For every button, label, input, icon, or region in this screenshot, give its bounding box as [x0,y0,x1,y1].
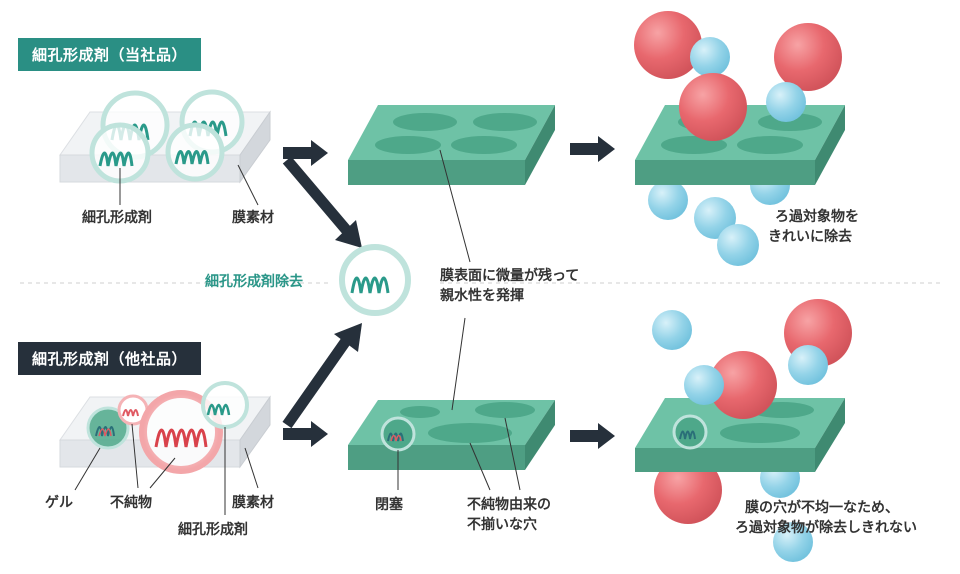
label-result-1: 膜の穴が不均一なため、 [745,500,899,516]
leader-line [439,149,471,263]
label-pore-agent-bottom: 細孔形成剤 [178,522,248,538]
label-hydrophilic-1: 膜表面に微量が残って [440,268,580,284]
label-filter-2: きれいに除去 [768,229,852,245]
label-uneven-2: 不揃いな穴 [467,517,537,533]
spring-molecule-icon [201,381,249,429]
leader-line [237,164,259,206]
arrow-right-icon [283,140,328,166]
impurity-large-icon [139,390,223,474]
removed-spring-icon [339,244,411,316]
membrane-slab-mid-top [348,105,555,185]
label-uneven-1: 不純物由来の [467,497,551,513]
arrow-right-icon [570,423,615,449]
gel-icon [86,406,130,450]
filter-membrane-top [634,11,845,266]
leader-line [469,442,491,491]
arrow-diagonal-down-icon [282,156,362,248]
spring-molecule-icon [165,122,225,182]
tag-own-product: 細孔形成剤（当社品） [18,38,202,71]
leader-line [131,423,139,489]
label-impurity: 不純物 [110,495,152,511]
arrow-diagonal-up-icon [282,323,362,429]
label-filter-1: ろ過対象物を [775,209,859,225]
label-removal: 細孔形成剤除去 [205,274,303,290]
label-membrane-bottom: 膜素材 [232,495,274,511]
filter-membrane-bottom [635,299,852,562]
arrow-right-icon [570,136,615,162]
label-result-2: ろ過対象物が除去しきれない [735,520,917,536]
label-blocked: 閉塞 [375,497,403,513]
label-hydrophilic-2: 親水性を発揮 [440,288,524,304]
leader-line [74,447,101,491]
arrow-right-icon [283,421,328,447]
leader-line [451,317,466,411]
tag-other-product: 細孔形成剤（他社品） [18,342,202,375]
label-gel: ゲル [45,495,73,511]
label-pore-agent-top: 細孔形成剤 [82,210,152,226]
label-membrane-top: 膜素材 [232,210,274,226]
membrane-slab-mid-bottom [348,400,555,470]
leader-line [504,417,521,491]
leader-line [244,447,259,489]
leader-line [149,457,176,489]
